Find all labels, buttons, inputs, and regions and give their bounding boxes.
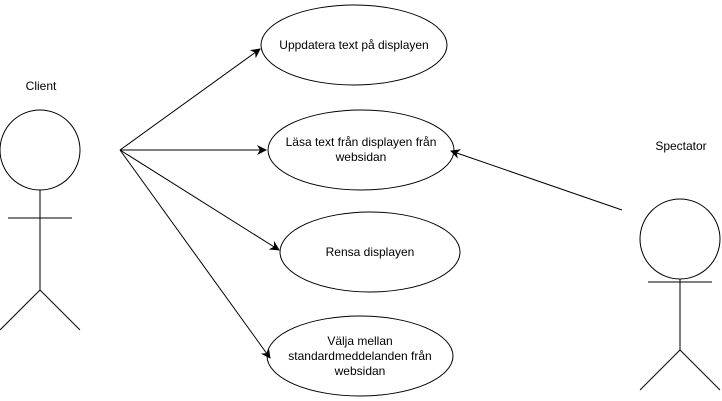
use-case-2-line-1: Läsa text från displayen från [285, 135, 437, 149]
use-case-ellipse-3 [279, 211, 461, 293]
client-right-leg [39, 289, 81, 331]
spectator-left-leg [639, 349, 681, 391]
client-label: Client [25, 79, 57, 93]
spectator-label: Spectator [655, 139, 707, 153]
spectator-head [639, 198, 721, 280]
association-arrow-4 [119, 149, 271, 359]
spectator-actor [639, 198, 721, 391]
use-case-label-3: Rensa displayen [280, 237, 460, 267]
use-case-2-line-2: websidan [335, 150, 387, 164]
use-case-ellipse-1 [260, 4, 448, 86]
use-case-4-line-3: websidan [334, 363, 386, 378]
use-case-label-4: Välja mellan standardmeddelanden från we… [268, 328, 452, 384]
association-arrow-1 [119, 48, 261, 151]
use-case-1-line-1: Uppdatera text på displayen [279, 37, 429, 52]
association-arrow-3 [119, 149, 280, 251]
use-case-4-line-1: Välja mellan [327, 333, 393, 348]
use-case-4-line-2: standardmeddelanden från [288, 348, 432, 363]
client-actor [0, 109, 81, 331]
spectator-right-leg [679, 349, 721, 391]
use-case-label-2: Läsa text från displayen från websidan [269, 130, 453, 170]
association-arrow-spectator [450, 149, 623, 211]
client-left-leg [0, 289, 41, 331]
use-case-label-1: Uppdatera text på displayen [262, 30, 446, 60]
client-head [0, 109, 81, 191]
use-case-3-line-1: Rensa displayen [325, 244, 415, 259]
